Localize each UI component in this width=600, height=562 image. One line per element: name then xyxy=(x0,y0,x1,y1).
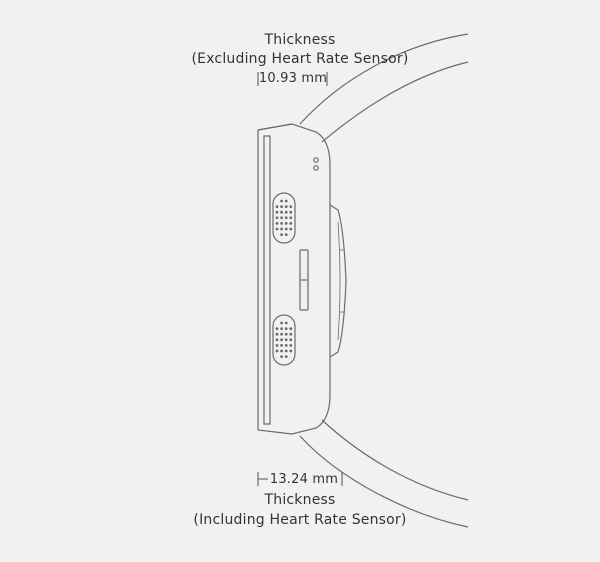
grille-dot xyxy=(289,205,293,209)
grille-dot xyxy=(280,205,283,209)
grille-dot xyxy=(284,227,288,231)
grille-dot xyxy=(284,355,288,358)
grille-dot xyxy=(275,227,279,231)
grille-dot xyxy=(284,321,288,325)
grille-dot xyxy=(275,338,279,342)
grille-dot xyxy=(284,210,288,214)
grille-dot xyxy=(280,327,283,330)
strap-top-outer xyxy=(299,33,469,125)
grille-dot xyxy=(289,210,293,214)
bezel-line xyxy=(257,123,293,131)
grille-dot xyxy=(284,344,288,347)
grille-dot xyxy=(284,332,288,336)
grille-dot xyxy=(289,327,293,330)
bottom-thickness-subtitle: (Including Heart Rate Sensor) xyxy=(193,512,407,528)
grille-dot xyxy=(275,205,279,209)
grille-dot xyxy=(280,355,283,358)
grille-dot xyxy=(280,338,283,342)
grille-dot xyxy=(284,205,288,209)
bottom-thickness-title: Thickness xyxy=(264,492,336,508)
speaker-grille-icon xyxy=(272,192,296,244)
grille-dot xyxy=(275,222,279,225)
grille-dot xyxy=(284,199,288,203)
grille-dot xyxy=(289,332,293,336)
strap-top-inner xyxy=(321,61,469,143)
grille-dot xyxy=(275,216,279,220)
heart-rate-sensor-icon xyxy=(329,204,347,358)
top-thickness-title: Thickness xyxy=(264,32,336,48)
grille-dot xyxy=(280,233,283,237)
grille-dot xyxy=(284,216,288,220)
grille-dot xyxy=(284,233,288,237)
grille-dot xyxy=(280,321,283,325)
grille-dot xyxy=(280,349,283,353)
strap-bottom-outer xyxy=(299,435,469,528)
grille-dot xyxy=(275,349,279,353)
grille-dot xyxy=(280,216,283,220)
grille-dot xyxy=(284,222,288,225)
grille-dot xyxy=(289,349,293,353)
top-thickness-subtitle: (Excluding Heart Rate Sensor) xyxy=(191,51,409,67)
grille-dot xyxy=(289,227,293,231)
grille-dot xyxy=(289,338,293,342)
grille-dot xyxy=(280,199,283,203)
top-thickness-value: 10.93 mm xyxy=(258,71,328,86)
grille-dot xyxy=(280,332,283,336)
grille-dot xyxy=(284,327,288,330)
grille-dot xyxy=(284,349,288,353)
grille-dot xyxy=(289,344,293,347)
bottom-thickness-value: 13.24 mm xyxy=(269,472,339,487)
speaker-grille-icon xyxy=(272,314,296,366)
grille-dot xyxy=(280,222,283,225)
grille-dot xyxy=(275,344,279,347)
strap-bottom-inner xyxy=(321,419,469,501)
grille-dot xyxy=(280,344,283,347)
microphone-holes-icon xyxy=(313,157,319,171)
grille-dot xyxy=(289,222,293,225)
grille-dot xyxy=(284,338,288,342)
grille-dot xyxy=(280,227,283,231)
grille-dot xyxy=(289,216,293,220)
display-edge xyxy=(263,135,271,425)
watch-body xyxy=(257,123,331,435)
grille-dot xyxy=(275,327,279,330)
grille-dot xyxy=(275,210,279,214)
grille-dot xyxy=(275,332,279,336)
grille-dot xyxy=(280,210,283,214)
